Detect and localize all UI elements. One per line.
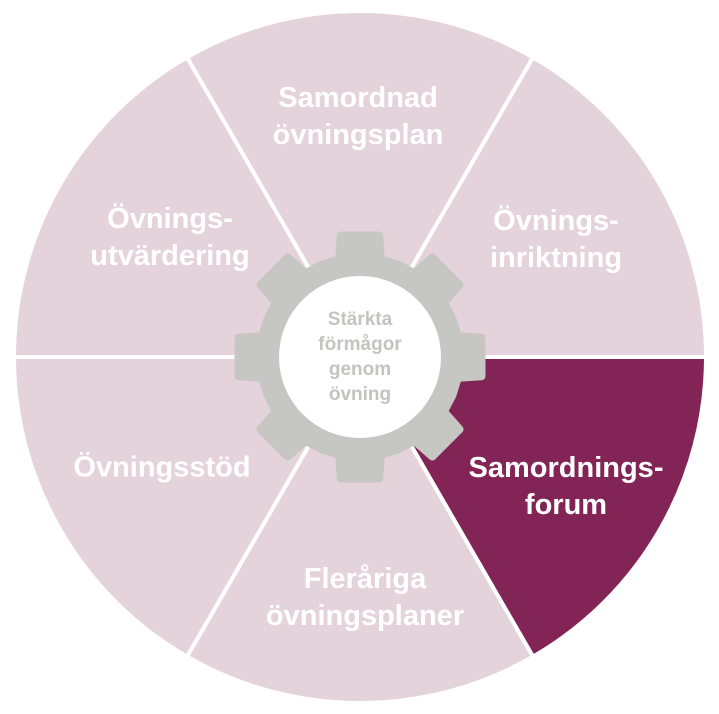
segment-label-samordningsforum[interactable]: Samordnings-forum — [469, 450, 664, 524]
label-line: Övnings- — [107, 203, 233, 235]
segment-label-samordnad-ovningsplan[interactable]: Samordnad övningsplan — [273, 80, 444, 154]
label-line: övningsplaner — [265, 600, 465, 632]
segment-label-ovningsstod[interactable]: Övningsstöd — [73, 450, 250, 487]
center-text: Stärkta förmågor genom övning — [285, 307, 435, 407]
label-line: forum — [524, 489, 608, 521]
label-line: inriktning — [489, 242, 623, 274]
segment-0 — [184, 9, 536, 362]
segment-3 — [184, 352, 536, 705]
segment-label-ovningsinriktning[interactable]: Övnings-inriktning — [490, 203, 622, 277]
segment-label-flerariga-ovningsplaner[interactable]: Fleråriga övningsplaner — [266, 561, 464, 635]
label-line: Övnings- — [493, 205, 619, 237]
center-line: genom — [328, 359, 392, 380]
label-line: Fleråriga — [303, 563, 427, 595]
label-line: Samordnad — [278, 82, 438, 114]
label-line: Samordnings- — [468, 452, 664, 484]
center-line: förmågor — [318, 334, 402, 355]
center-line: Stärkta — [327, 309, 393, 330]
label-line: övningsplan — [272, 119, 444, 151]
gear-center-circle — [279, 276, 441, 438]
segment-label-ovningsutvardering[interactable]: Övnings-utvärdering — [90, 201, 250, 275]
label-line: utvärdering — [90, 240, 250, 272]
label-line: Övningsstöd — [73, 451, 251, 484]
center-line: övning — [328, 384, 392, 405]
